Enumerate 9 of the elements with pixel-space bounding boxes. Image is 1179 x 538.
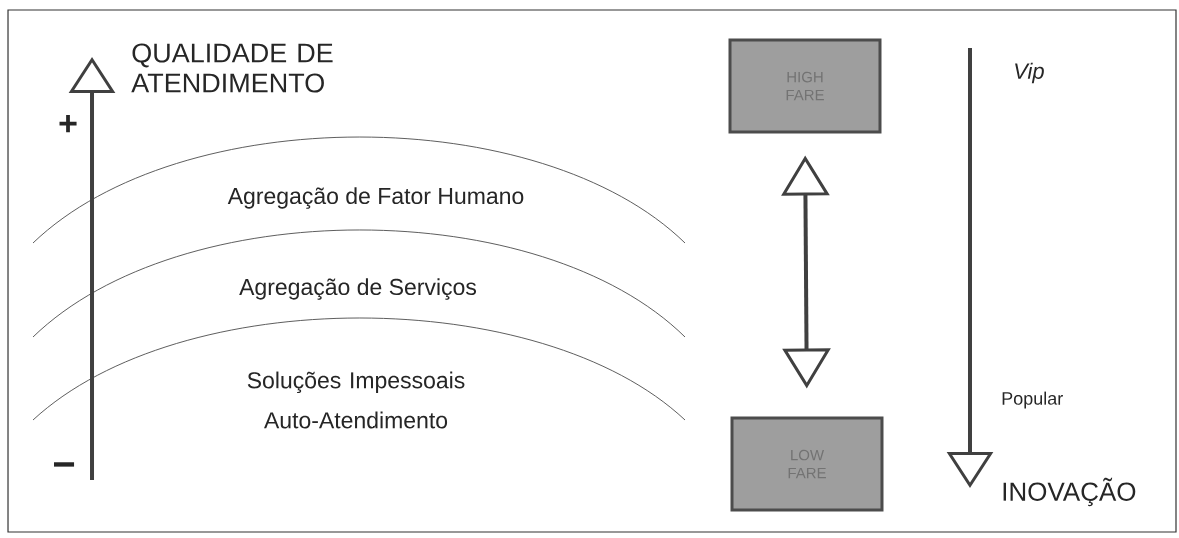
band-label: Agregação de Serviços xyxy=(239,278,476,300)
scale-label: Vip xyxy=(1015,62,1044,84)
plus-sign: + xyxy=(59,115,77,133)
band-label: Agregação de Fator Humano xyxy=(227,187,524,209)
minus-sign: − xyxy=(54,462,75,467)
band-label: Soluções Impessoais Auto-Atendimento xyxy=(247,371,465,429)
axis-title: INOVAÇÃO xyxy=(1003,477,1136,507)
axis-title: QUALIDADE DE ATENDIMENTO xyxy=(131,43,333,93)
scale-label: Popular xyxy=(1002,391,1063,409)
